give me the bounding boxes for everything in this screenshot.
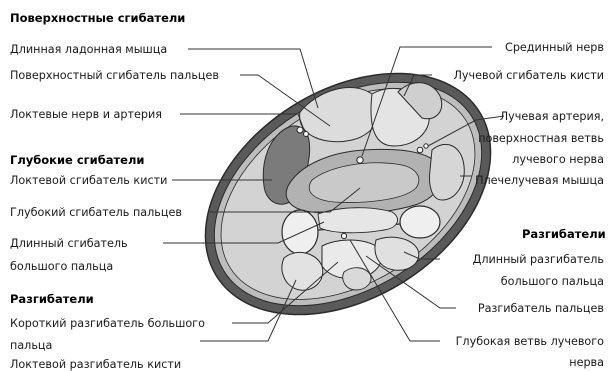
ecu-muscle [282, 252, 323, 290]
label-deep-radial-1: Глубокая ветвь лучевого [456, 335, 605, 348]
group-deep-flexors: Глубокие сгибатели [10, 153, 144, 167]
label-palmaris-longus: Длинная ладонная мышца [10, 43, 167, 56]
label-radial-artery-3: лучевого нерва [512, 153, 604, 166]
label-fds: Поверхностный сгибатель пальцев [10, 69, 219, 82]
group-extensors-right: Разгибатели [522, 227, 606, 241]
median-nerve [357, 157, 363, 163]
label-ed: Разгибатель пальцев [478, 302, 604, 315]
epb-muscle [343, 268, 371, 290]
label-deep-radial-2: нерва [569, 356, 604, 369]
label-brachioradialis: Плечелучевая мышца [475, 174, 604, 187]
label-radial-artery-2: поверхностная ветвь [478, 132, 604, 145]
label-fcr: Лучевой сгибатель кисти [453, 69, 604, 82]
label-epb-line1: Короткий разгибатель большого [10, 317, 205, 330]
group-superficial-flexors: Поверхностные сгибатели [10, 11, 185, 25]
group-extensors-left: Разгибатели [10, 292, 94, 306]
label-median-nerve: Срединный нерв [505, 41, 604, 54]
label-fpl-line1: Длинный сгибатель [10, 237, 128, 250]
label-fcu: Локтевой сгибатель кисти [10, 174, 167, 187]
label-epl-1: Длинный разгибатель [473, 253, 604, 266]
deep-radial-nerve [341, 233, 346, 238]
label-ulnar-nerve-artery: Локтевые нерв и артерия [10, 108, 162, 121]
ulna-bone [282, 210, 318, 254]
label-epb-line2: пальца [10, 339, 52, 352]
label-ecu: Локтевой разгибатель кисти [10, 358, 181, 371]
label-epl-2: большого пальца [501, 275, 604, 288]
label-fpl-line2: большого пальца [10, 260, 113, 273]
label-radial-artery-1: Лучевая артерия, [500, 110, 604, 123]
label-fdp: Глубокий сгибатель пальцев [10, 206, 182, 219]
radius-bone [400, 206, 440, 238]
